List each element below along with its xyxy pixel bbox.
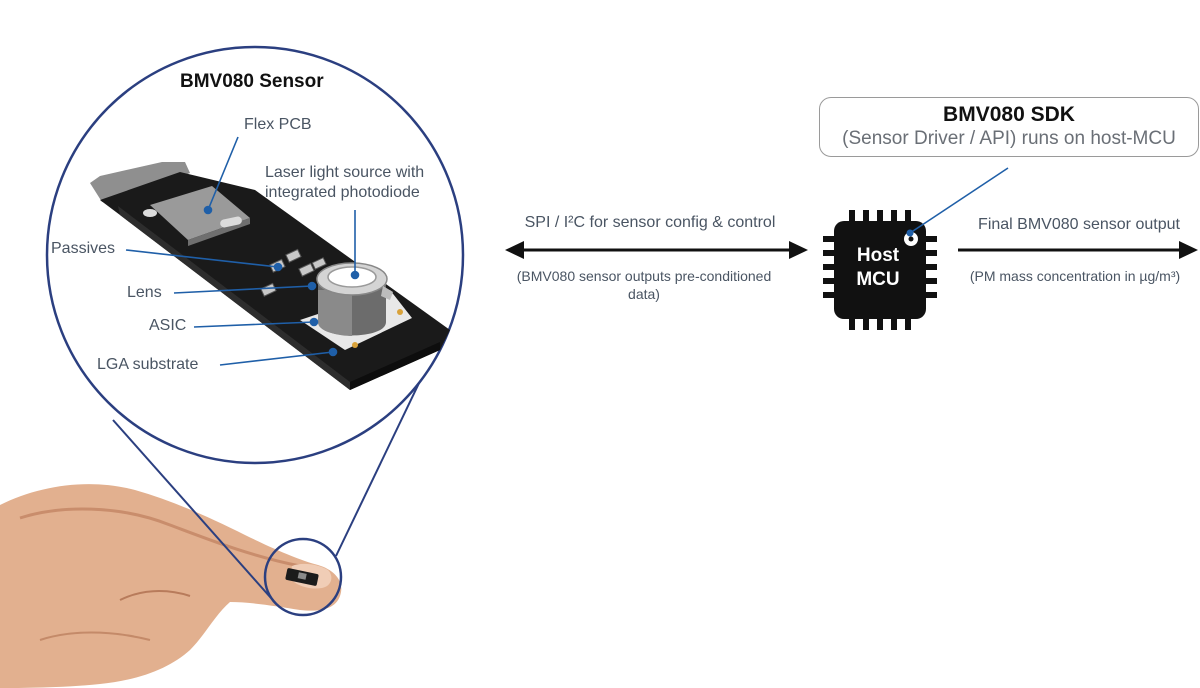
callout-lga-substrate: LGA substrate (97, 356, 199, 373)
host-mcu-label: Host MCU (840, 244, 916, 292)
sensor-detail-title: BMV080 Sensor (180, 71, 324, 92)
output-label: Final BMV080 sensor output (978, 216, 1180, 233)
spi-i2c-label: SPI / I²C for sensor config & control (524, 214, 776, 231)
small-magnifier-circle (263, 537, 343, 617)
spi-i2c-arrow (505, 241, 808, 259)
callout-flex-pcb: Flex PCB (244, 116, 312, 133)
magnifier-connector-right (335, 355, 433, 557)
sdk-leader (906, 167, 1009, 237)
output-note: (PM mass concentration in µg/m³) (969, 268, 1181, 284)
callout-passives: Passives (51, 240, 116, 257)
interface-note-line1: (BMV080 sensor outputs pre-conditioned (516, 268, 772, 284)
host-mcu-line1: Host (856, 245, 900, 266)
sensor-module-illustration (90, 162, 450, 390)
sdk-subtitle: (Sensor Driver / API) runs on host-MCU (842, 128, 1176, 149)
host-mcu-chip (823, 210, 937, 330)
sdk-box: BMV080 SDK (Sensor Driver / API) runs on… (819, 97, 1199, 157)
callout-leaders (125, 136, 360, 366)
callout-lens: Lens (127, 284, 162, 301)
callout-asic: ASIC (149, 317, 187, 334)
host-mcu-line2: MCU (856, 269, 900, 290)
callout-laser-line2: integrated photodiode (265, 184, 420, 201)
interface-note-line2: data) (628, 286, 660, 302)
hand-photo (0, 484, 342, 688)
callout-laser-line1: Laser light source with (265, 164, 425, 181)
tiny-sensor-on-finger (285, 568, 319, 586)
sdk-title: BMV080 SDK (943, 103, 1075, 126)
output-arrow (958, 241, 1198, 259)
magnifier-connector-left (112, 419, 272, 599)
